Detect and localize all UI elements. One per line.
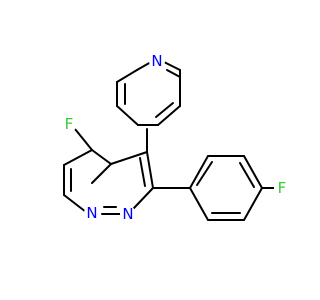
- bond: [163, 61, 181, 71]
- bond: [189, 187, 209, 221]
- bond: [63, 149, 93, 166]
- pyrazolopyridine-core: [63, 128, 154, 215]
- pyridine-nitrogen-label: N: [151, 52, 162, 70]
- molecule-canvas: N F N N F: [61, 52, 290, 223]
- bond: [189, 155, 209, 189]
- molecule-structure: N F N N F: [61, 52, 290, 223]
- bond: [166, 69, 181, 78]
- bond: [136, 61, 152, 71]
- bond: [74, 128, 93, 151]
- bridgehead-nitrogen-label: N: [86, 204, 97, 222]
- bond: [155, 102, 174, 118]
- bond: [139, 157, 146, 187]
- bond: [243, 155, 263, 189]
- atom-labels: N F N N F: [61, 52, 290, 223]
- bond: [116, 105, 139, 126]
- bond: [157, 105, 181, 126]
- bond: [116, 69, 138, 83]
- pyridine-ring: [116, 61, 181, 153]
- fluorine-left-label: F: [65, 115, 74, 133]
- fluorine-right-label: F: [278, 179, 287, 197]
- bond: [239, 162, 255, 188]
- bond: [196, 161, 213, 186]
- bond: [133, 187, 154, 209]
- bond: [243, 187, 263, 221]
- bond: [91, 163, 112, 184]
- bond: [63, 194, 87, 213]
- pyrazole-nitrogen-label: N: [122, 205, 133, 223]
- fluorophenyl-ring: [152, 155, 277, 221]
- bond: [146, 151, 154, 189]
- bond: [91, 149, 112, 165]
- bond: [110, 151, 148, 165]
